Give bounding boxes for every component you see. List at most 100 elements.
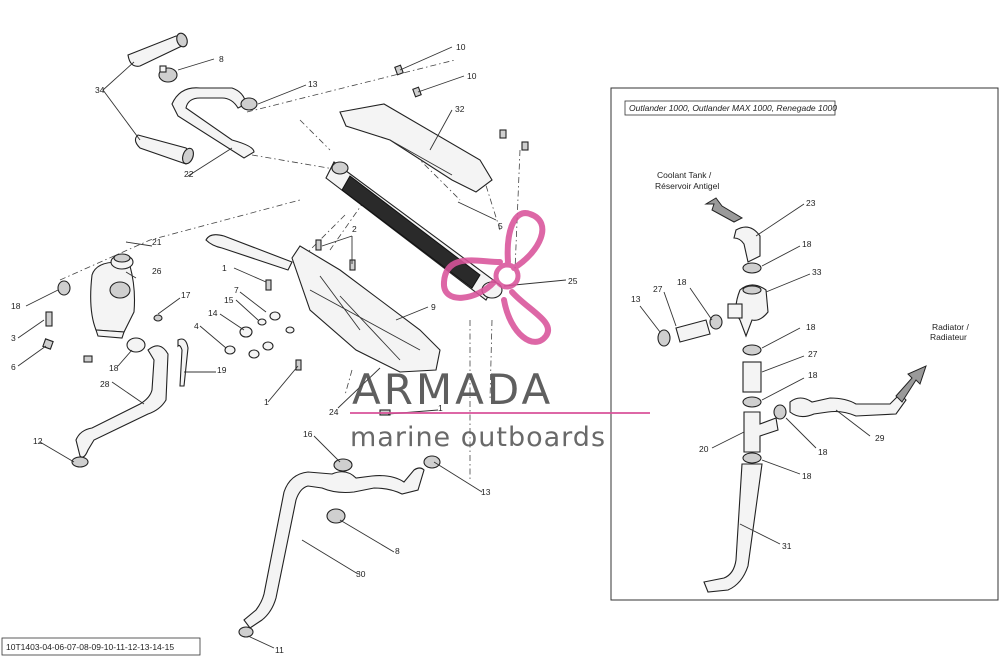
clamp-13-inset [657,329,671,347]
fan-shroud-24 [291,245,441,373]
callout-18-h: 18 [802,471,812,481]
callout-27-b: 27 [808,349,818,359]
callout-20: 20 [699,444,709,454]
callout-18-c: 18 [802,239,812,249]
callout-11: 11 [275,645,284,655]
callout-18-d: 18 [677,277,687,287]
callout-6: 6 [11,362,16,372]
callout-4: 4 [194,321,199,331]
callout-8-b: 8 [395,546,400,556]
callout-32: 32 [455,104,465,114]
tank-cap-21 [110,253,134,270]
callout-29: 29 [875,433,885,443]
watermark-tagline: marine outboards [350,422,606,453]
clamp-13-bottom [423,455,441,469]
bracket-2 [205,234,293,271]
tee-20 [743,411,779,453]
inset-panel [610,87,999,601]
clamp-18-inset-c [742,344,762,356]
fitting-17 [153,314,163,322]
clamp-18-inset-e [773,404,787,420]
callout-26: 26 [152,266,162,276]
watermark-logo: ARMADA marine outboards [350,210,650,453]
callout-18-a: 18 [11,301,21,311]
callout-7: 7 [234,285,239,295]
callout-13-c: 13 [631,294,641,304]
callout-24: 24 [329,407,339,417]
hose-28 [75,345,169,458]
callout-25: 25 [568,276,578,286]
inset-leaders [639,203,871,545]
radiator-label-fr: Radiateur [930,332,967,342]
coolant-tank-arrow [704,197,744,223]
callout-1-b: 1 [264,397,269,407]
clamp-18-inset-b [709,314,723,330]
callout-13-b: 13 [481,487,491,497]
radiator-label-en: Radiator / [932,322,969,332]
clamp-8-top [158,65,178,83]
diagram-code-box: 10T1403-04-06-07-08-09-10-11-12-13-14-15 [1,637,201,656]
callout-30: 30 [356,569,366,579]
callout-23: 23 [806,198,816,208]
callout-2: 2 [352,224,357,234]
hose-22 [171,87,255,159]
callout-8: 8 [219,54,224,64]
callout-22: 22 [184,169,194,179]
propeller-icon [441,210,551,345]
callout-17: 17 [181,290,191,300]
leader-lines [17,46,567,649]
callout-5: 5 [498,221,503,231]
callout-18-f: 18 [808,370,818,380]
callout-10-a: 10 [456,42,466,52]
callout-18-b: 18 [109,363,119,373]
clip-small [83,355,93,363]
hose-29 [789,365,927,418]
hose-34-lower [134,134,194,165]
callout-labels: 34 8 13 22 10 10 32 2 5 21 26 25 1 7 15 … [11,42,885,655]
clamp-12 [71,456,89,468]
callout-10-b: 10 [467,71,477,81]
coolant-tank [90,261,136,339]
hose-27-left [675,319,711,343]
clamp-8-bottom [326,508,346,524]
callout-1-a: 1 [222,263,227,273]
watermark-rule [350,412,650,414]
callout-16: 16 [303,429,313,439]
clamp-13-top [240,97,258,111]
hose-27-vertical [742,361,762,393]
callout-15: 15 [224,295,234,305]
clamp-16 [333,458,353,472]
deflector-32 [339,103,493,193]
screw-3 [45,311,53,327]
callout-31: 31 [782,541,792,551]
thermostat-33 [727,284,769,338]
callout-28: 28 [100,379,110,389]
callout-18-e: 18 [806,322,816,332]
clamp-11 [238,626,254,638]
callout-9: 9 [431,302,436,312]
callout-34: 34 [95,85,105,95]
watermark-brand: ARMADA [352,365,553,414]
overflow-hose-19 [177,338,189,387]
callout-18-g: 18 [818,447,828,457]
clamp-18-left [57,280,71,296]
diagram-code: 10T1403-04-06-07-08-09-10-11-12-13-14-15 [6,642,174,652]
coolant-tank-label-fr: Réservoir Antigel [655,181,719,191]
callout-1-c: 1 [438,403,443,413]
callout-33: 33 [812,267,822,277]
hose-31 [703,463,763,593]
callout-19: 19 [217,365,227,375]
clamp-18-tank [126,337,146,353]
callout-13: 13 [308,79,318,89]
inset-model-list: Outlander 1000, Outlander MAX 1000, Rene… [629,103,837,113]
callout-27-a: 27 [653,284,663,294]
callout-12: 12 [33,436,43,446]
assembly-lines [59,59,521,480]
callout-3: 3 [11,333,16,343]
clamp-18-inset-a [742,262,762,274]
hose-23 [733,226,761,263]
callout-14: 14 [208,308,218,318]
clamp-18-inset-f [742,452,762,464]
hose-34-upper [127,32,188,67]
